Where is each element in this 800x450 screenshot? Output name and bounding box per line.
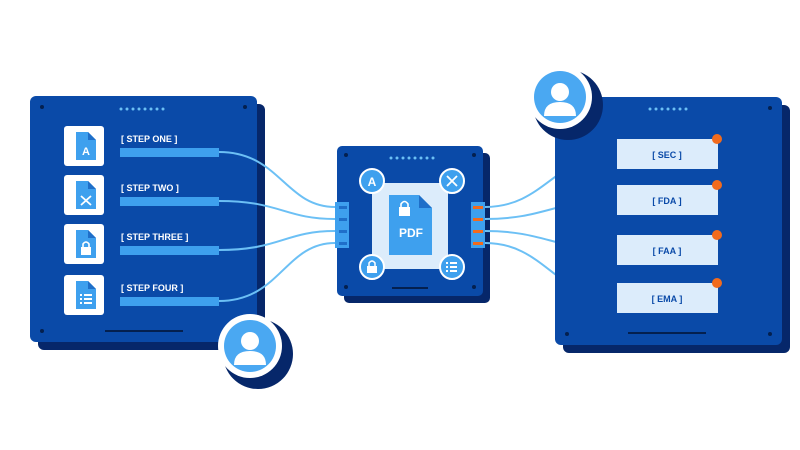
right-panel-indicator-dots: [648, 107, 688, 111]
agency-label-ema: [ EMA ]: [652, 294, 683, 304]
agency-box-sec[interactable]: [ SEC ]: [617, 134, 722, 169]
step-2-label: [ STEP TWO ]: [121, 183, 179, 193]
svg-text:A: A: [82, 146, 90, 158]
connector-step-2: [218, 200, 336, 220]
pdf-document-icon[interactable]: PDF: [389, 195, 432, 255]
agency-box-ema[interactable]: [ EMA ]: [617, 278, 722, 313]
notification-dot: [712, 230, 722, 240]
left-connectors: [218, 151, 336, 302]
document-x-icon: [76, 181, 96, 209]
lock-icon: [399, 200, 410, 216]
notification-dot: [712, 180, 722, 190]
step-1-bar: [120, 148, 219, 157]
center-processor-chip: PDF A: [335, 146, 490, 303]
agency-label-fda: [ FDA ]: [652, 196, 681, 206]
notification-dot: [712, 134, 722, 144]
agency-box-faa[interactable]: [ FAA ]: [617, 230, 722, 265]
document-font-icon: A: [76, 132, 96, 160]
connector-step-3: [218, 230, 336, 251]
chip-indicator-dots: [389, 156, 435, 160]
left-panel-base-line: [105, 330, 183, 332]
step-row-1[interactable]: A [ STEP ONE ]: [64, 126, 219, 166]
connector-step-4: [218, 242, 336, 302]
step-3-label: [ STEP THREE ]: [121, 232, 188, 242]
close-icon[interactable]: [439, 168, 465, 194]
document-lock-icon: [76, 230, 96, 258]
agency-label-sec: [ SEC ]: [652, 150, 682, 160]
step-row-4[interactable]: [ STEP FOUR ]: [64, 275, 219, 315]
lock-corner-icon[interactable]: [359, 254, 385, 280]
left-panel: A [ STEP ONE ] [ STEP TWO ]: [30, 96, 265, 350]
right-user-avatar[interactable]: [528, 65, 603, 140]
list-icon[interactable]: [439, 254, 465, 280]
left-user-avatar[interactable]: [218, 314, 293, 389]
right-panel: [ SEC ] [ FDA ] [ FAA ] [ EMA ]: [555, 97, 790, 353]
connector-step-1: [218, 151, 336, 208]
chip-left-port: [335, 202, 349, 248]
notification-dot: [712, 278, 722, 288]
step-4-bar: [120, 297, 219, 306]
step-row-2[interactable]: [ STEP TWO ]: [64, 175, 219, 215]
step-2-bar: [120, 197, 219, 206]
step-3-bar: [120, 246, 219, 255]
svg-text:A: A: [368, 175, 377, 189]
pdf-label: PDF: [399, 226, 423, 240]
step-4-label: [ STEP FOUR ]: [121, 283, 183, 293]
step-1-label: [ STEP ONE ]: [121, 134, 177, 144]
step-row-3[interactable]: [ STEP THREE ]: [64, 224, 219, 264]
font-icon[interactable]: A: [359, 168, 385, 194]
chip-right-port: [471, 202, 485, 248]
document-list-icon: [76, 281, 96, 309]
agency-label-faa: [ FAA ]: [653, 246, 682, 256]
agency-box-fda[interactable]: [ FDA ]: [617, 180, 722, 215]
left-panel-indicator-dots: [119, 107, 165, 111]
